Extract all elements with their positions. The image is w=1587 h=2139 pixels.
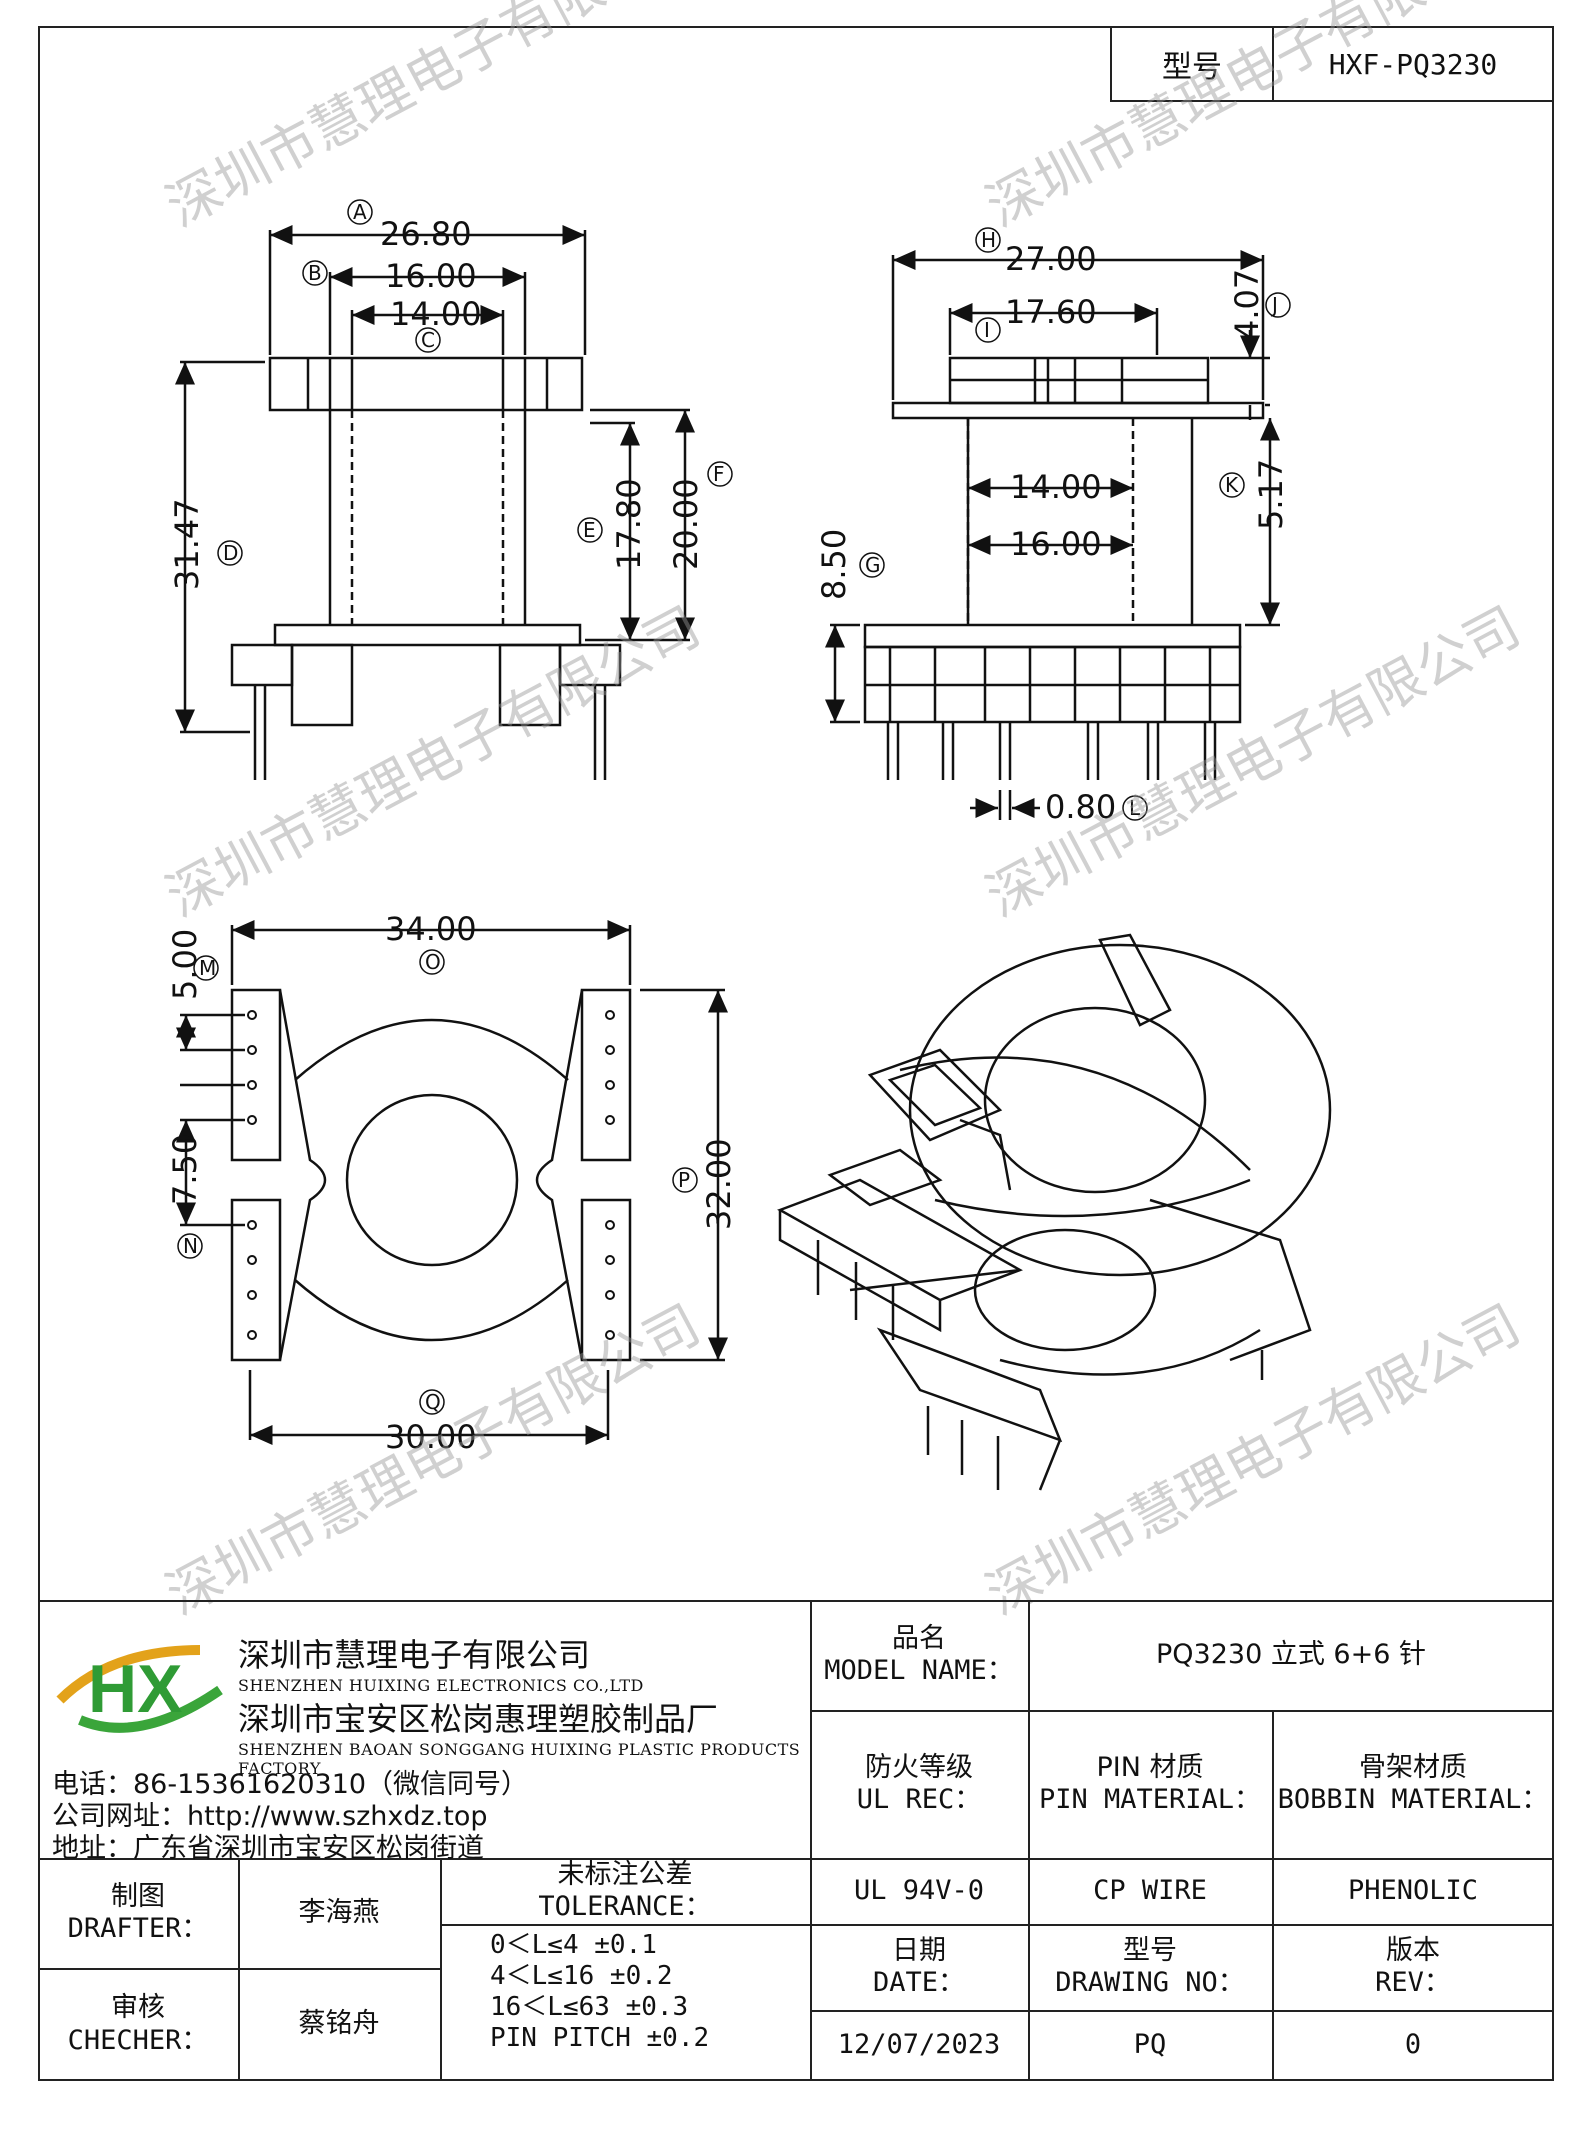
model-label: 型号 xyxy=(1112,28,1274,100)
marker-n: N xyxy=(183,1234,198,1258)
dim-inner14-value: 14.00 xyxy=(1010,468,1102,506)
marker-l: L xyxy=(1129,796,1141,820)
model-name-value: PQ3230 立式 6+6 针 xyxy=(1156,1638,1426,1670)
rev-label: 版本 REV： xyxy=(1375,1934,1451,1998)
dim-m-value: 5.00 xyxy=(166,929,204,1000)
company-website: 公司网址：http://www.szhxdz.top xyxy=(52,1801,488,1832)
dim-f-value: 20.00 xyxy=(667,478,705,570)
dim-h-value: 27.00 xyxy=(1005,240,1097,278)
dim-b-value: 16.00 xyxy=(385,257,477,295)
dim-n-value: 7.50 xyxy=(166,1134,204,1205)
pin-material-label: PIN 材质 PIN MATERIAL： xyxy=(1038,1751,1262,1815)
bottom-view xyxy=(176,920,728,1445)
tolerance-line: PIN PITCH ±0.2 xyxy=(490,2023,710,2053)
dim-c-value: 14.00 xyxy=(390,295,482,333)
dim-inner16-value: 16.00 xyxy=(1010,525,1102,563)
technical-drawing: 26.80 16.00 14.00 31.47 17.80 20.00 A B … xyxy=(166,199,1332,1491)
front-view xyxy=(175,225,695,780)
marker-i: I xyxy=(984,318,990,342)
marker-h: H xyxy=(981,228,996,252)
marker-g: G xyxy=(865,553,881,577)
drawing-no-value: PQ xyxy=(1133,2029,1167,2061)
dim-p-value: 32.00 xyxy=(700,1138,738,1230)
side-view-labels: 27.00 17.60 14.00 16.00 4.07 5.17 8.50 0… xyxy=(815,240,1290,826)
isometric-view xyxy=(777,933,1332,1491)
dim-j-value: 4.07 xyxy=(1228,269,1266,340)
front-view-markers: A B C D E F xyxy=(217,199,733,566)
marker-m: M xyxy=(199,956,216,980)
rev-value: 0 xyxy=(1404,2029,1422,2061)
company-phone: 电话：86-15361620310（微信同号） xyxy=(52,1769,529,1800)
pin-material-value: CP WIRE xyxy=(1093,1874,1207,1906)
checker-label: 审核 CHECHER： xyxy=(67,1992,209,2056)
model-value: HXF-PQ3230 xyxy=(1328,47,1498,81)
marker-k: K xyxy=(1225,473,1239,497)
marker-c: C xyxy=(421,328,435,352)
checker-name: 蔡铭舟 xyxy=(298,2008,380,2040)
dim-q-value: 30.00 xyxy=(385,1418,477,1456)
drafter-label: 制图 DRAFTER： xyxy=(67,1880,209,1944)
model-name-label: 品名 MODEL NAME： xyxy=(824,1622,1014,1686)
dim-k-value: 5.17 xyxy=(1252,459,1290,530)
marker-f: F xyxy=(713,462,725,486)
tolerance-table: 0＜L≤4 ±0.1 4＜L≤16 ±0.2 16＜L≤63 ±0.3 PIN … xyxy=(490,1930,740,2054)
drafter-name: 李海燕 xyxy=(298,1896,380,1928)
factory-name-cn: 深圳市宝安区松岗惠理塑胶制品厂 xyxy=(238,1700,719,1738)
dim-o-value: 34.00 xyxy=(385,910,477,948)
date-value: 12/07/2023 xyxy=(837,2029,1001,2061)
bobbin-material-value: PHENOLIC xyxy=(1347,1874,1479,1906)
drawing-no-label: 型号 DRAWING NO： xyxy=(1055,1934,1245,1998)
ul-rec-label: 防火等级 UL REC： xyxy=(856,1751,982,1815)
factory-name-en: SHENZHEN BAOAN SONGGANG HUIXING PLASTIC … xyxy=(238,1740,801,1778)
tolerance-label: 未标注公差 TOLERANCE： xyxy=(538,1858,712,1922)
tolerance-line: 0＜L≤4 ±0.1 xyxy=(490,1930,657,1960)
bottom-view-labels: 34.00 30.00 32.00 5.00 7.50 xyxy=(166,910,738,1456)
dim-e-value: 17.80 xyxy=(610,478,648,570)
logo-text: HX xyxy=(88,1651,182,1727)
date-label: 日期 DATE： xyxy=(872,1934,966,1998)
company-name-en: SHENZHEN HUIXING ELECTRONICS CO.,LTD xyxy=(238,1676,644,1695)
company-info: HX 深圳市慧理电子有限公司 SHENZHEN HUIXING ELECTRON… xyxy=(38,1600,810,1864)
marker-d: D xyxy=(223,541,238,565)
bottom-view-markers: O Q P M N xyxy=(177,949,698,1415)
drawing-frame xyxy=(38,26,1554,2081)
front-view-labels: 26.80 16.00 14.00 31.47 17.80 20.00 xyxy=(168,215,705,590)
marker-j: J xyxy=(1270,293,1278,317)
marker-e: E xyxy=(583,518,596,542)
marker-a: A xyxy=(353,200,367,224)
bobbin-material-label: 骨架材质 BOBBIN MATERIAL： xyxy=(1277,1751,1549,1815)
ul-value: UL 94V-0 xyxy=(853,1874,985,1906)
tolerance-line: 4＜L≤16 ±0.2 xyxy=(490,1961,673,1991)
title-block: HX 深圳市慧理电子有限公司 SHENZHEN HUIXING ELECTRON… xyxy=(38,1600,1554,2081)
dim-g-value: 8.50 xyxy=(815,529,853,600)
side-view-markers: H I J K G L xyxy=(859,227,1291,821)
company-logo: HX xyxy=(56,1645,223,1733)
side-view xyxy=(825,250,1280,820)
dim-d-value: 31.47 xyxy=(168,498,206,590)
marker-p: P xyxy=(678,1168,690,1192)
dim-i-value: 17.60 xyxy=(1005,293,1097,331)
marker-o: O xyxy=(425,950,441,974)
model-header-box: 型号 HXF-PQ3230 xyxy=(1110,26,1554,102)
company-name-cn: 深圳市慧理电子有限公司 xyxy=(238,1636,591,1674)
marker-b: B xyxy=(308,261,322,285)
company-address: 地址：广东省深圳市宝安区松岗街道 xyxy=(52,1833,484,1864)
tolerance-line: 16＜L≤63 ±0.3 xyxy=(490,1992,689,2022)
dim-a-value: 26.80 xyxy=(380,215,472,253)
marker-q: Q xyxy=(425,1390,441,1414)
dim-l-value: 0.80 xyxy=(1045,788,1116,826)
